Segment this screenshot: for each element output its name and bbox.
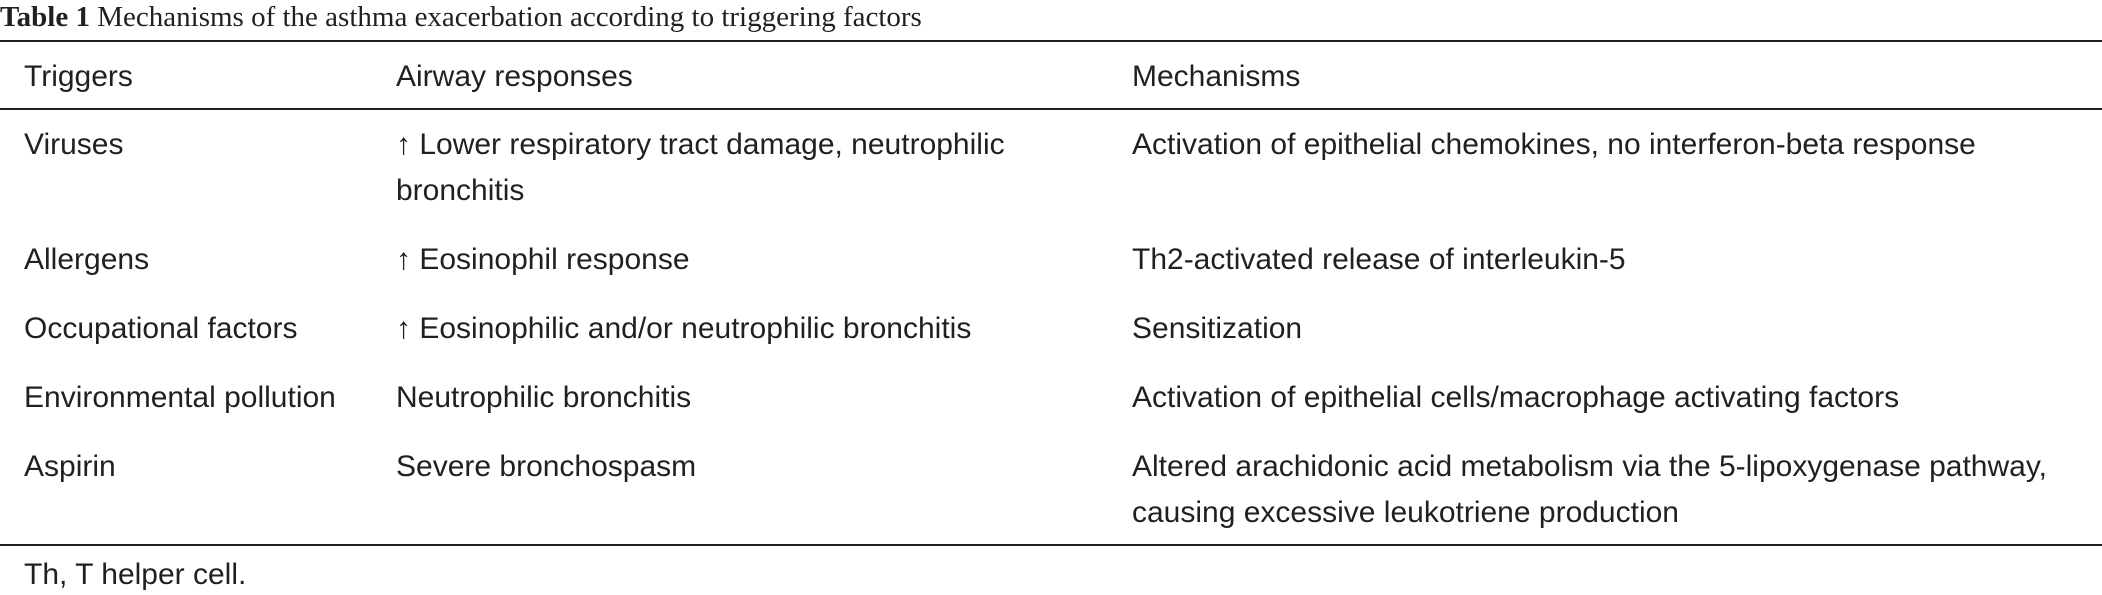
trigger-cell: Occupational factors — [24, 312, 298, 345]
trigger-cell: Aspirin — [24, 450, 116, 483]
mechanism-cell: Activation of epithelial chemokines, no … — [1132, 128, 1976, 161]
mechanism-cell: Sensitization — [1132, 312, 1303, 345]
table-bottom-rule — [0, 544, 2102, 546]
airway-response-cell: Severe bronchospasm — [396, 450, 697, 483]
trigger-cell: Viruses — [24, 128, 124, 161]
table-caption-title: Mechanisms of the asthma exacerbation ac… — [97, 1, 922, 33]
column-header-mechanisms: Mechanisms — [1132, 60, 1301, 93]
airway-response-cell: ↑ Lower respiratory tract damage, neutro… — [396, 128, 1005, 207]
trigger-cell: Environmental pollution — [24, 381, 336, 414]
mechanism-cell: Altered arachidonic acid metabolism via … — [1132, 450, 2047, 529]
airway-response-cell: Neutrophilic bronchitis — [396, 381, 692, 414]
table-caption-label: Table 1 — [0, 1, 90, 33]
table-caption: Table 1 Mechanisms of the asthma exacerb… — [0, 0, 922, 36]
mechanism-cell: Th2-activated release of interleukin-5 — [1132, 243, 1626, 276]
airway-response-cell: ↑ Eosinophilic and/or neutrophilic bronc… — [396, 312, 972, 345]
column-header-airway-responses: Airway responses — [396, 60, 633, 93]
trigger-cell: Allergens — [24, 243, 150, 276]
column-header-triggers: Triggers — [24, 60, 133, 93]
table-header-rule — [0, 108, 2102, 110]
mechanism-cell: Activation of epithelial cells/macrophag… — [1132, 381, 1900, 414]
table-top-rule — [0, 40, 2102, 42]
table-footnote: Th, T helper cell. — [24, 558, 247, 591]
airway-response-cell: ↑ Eosinophil response — [396, 243, 690, 276]
